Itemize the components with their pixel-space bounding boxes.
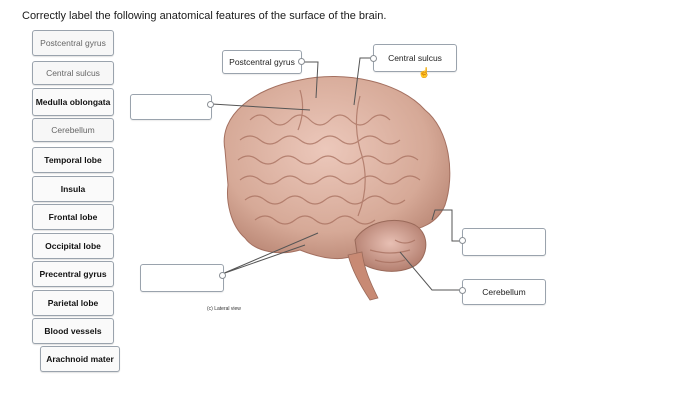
cerebellum-shape [354, 219, 427, 272]
chip-postcentral-gyrus[interactable]: Postcentral gyrus [32, 30, 114, 56]
chip-blood-vessels[interactable]: Blood vessels [32, 318, 114, 344]
chip-insula[interactable]: Insula [32, 176, 114, 202]
leader-postcentral [300, 61, 319, 99]
target-handle-cerebellum [459, 287, 466, 294]
chip-temporal-lobe[interactable]: Temporal lobe [32, 147, 114, 173]
target-handle-central-sulcus [370, 55, 377, 62]
target-handle-left-lower [219, 272, 226, 279]
chip-frontal-lobe[interactable]: Frontal lobe [32, 204, 114, 230]
chip-precentral-gyrus[interactable]: Precentral gyrus [32, 261, 114, 287]
leader-left-lower [221, 232, 319, 275]
figure-caption: (c) Lateral view [207, 306, 241, 312]
target-left-lower[interactable] [140, 264, 224, 292]
chip-occipital-lobe[interactable]: Occipital lobe [32, 233, 114, 259]
leader-cerebellum [399, 251, 462, 291]
target-cerebellum[interactable]: Cerebellum [462, 279, 546, 305]
instruction-text: Correctly label the following anatomical… [22, 10, 387, 22]
chip-arachnoid-mater[interactable]: Arachnoid mater [40, 346, 120, 372]
leader-central-sulcus [353, 57, 373, 106]
chip-central-sulcus[interactable]: Central sulcus [32, 61, 114, 85]
hand-cursor-icon: ☝ [418, 68, 431, 79]
chip-cerebellum[interactable]: Cerebellum [32, 118, 114, 142]
brainstem-shape [347, 251, 379, 301]
leader-right-middle [431, 209, 462, 242]
target-right-middle[interactable] [462, 228, 546, 256]
target-handle-left-upper [207, 101, 214, 108]
target-handle-postcentral [298, 58, 305, 65]
chip-medulla-oblongata[interactable]: Medulla oblongata [32, 88, 114, 116]
target-postcentral-gyrus[interactable]: Postcentral gyrus [222, 50, 302, 74]
leader-left-upper [211, 103, 311, 111]
cerebrum-shape [223, 76, 451, 260]
target-central-sulcus[interactable]: Central sulcus [373, 44, 457, 72]
chip-parietal-lobe[interactable]: Parietal lobe [32, 290, 114, 316]
target-handle-right-middle [459, 237, 466, 244]
target-left-upper[interactable] [130, 94, 212, 120]
